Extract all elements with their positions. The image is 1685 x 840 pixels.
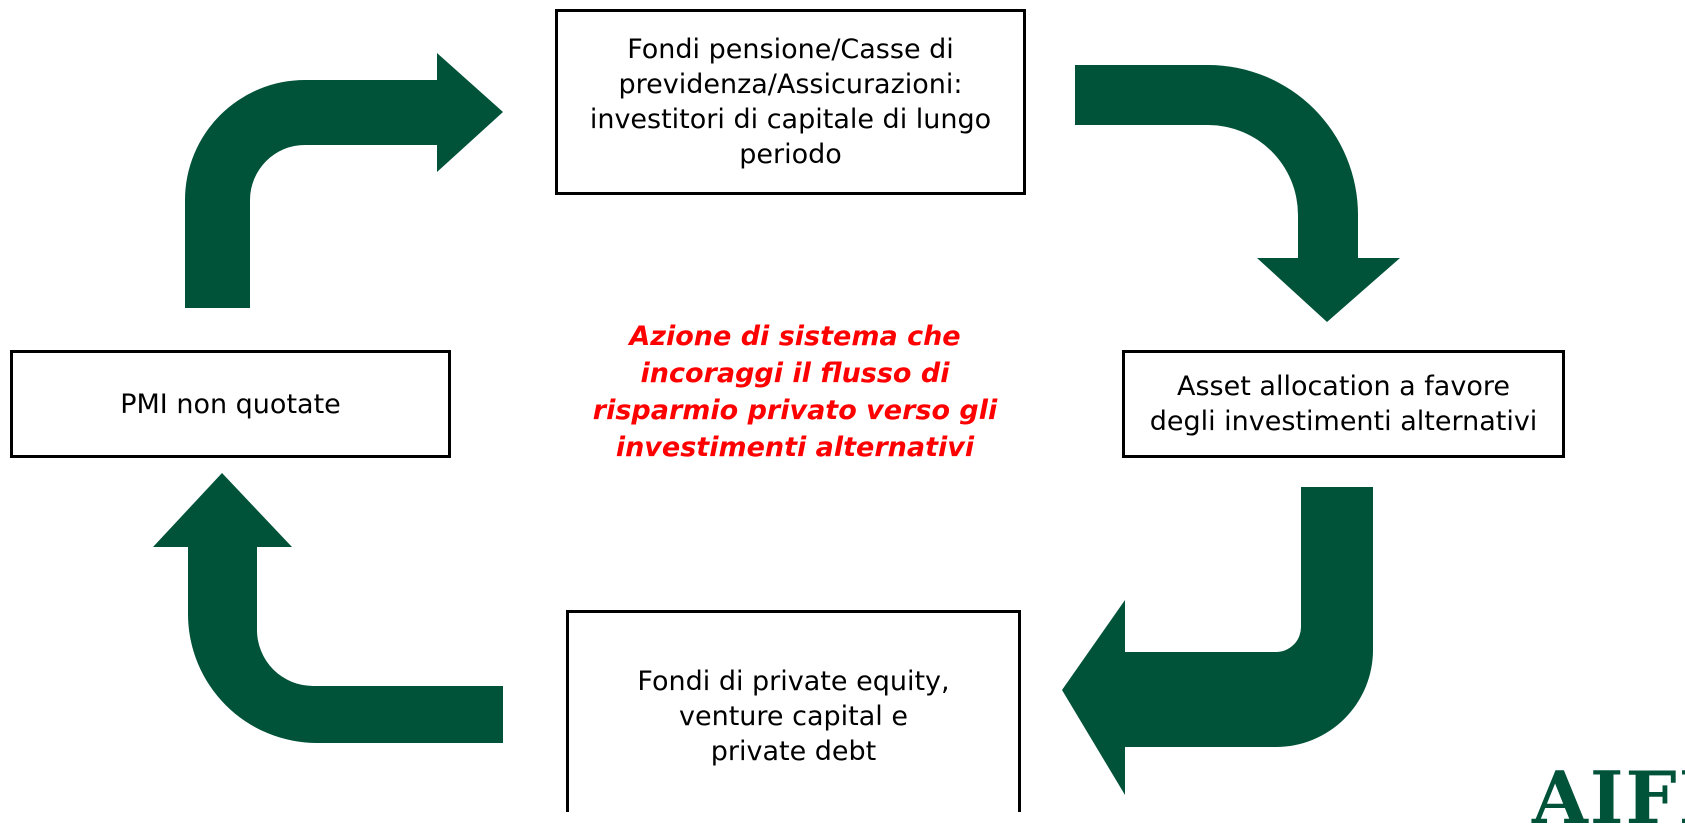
node-asset-allocation: Asset allocation a favore degli investim…	[1122, 350, 1565, 458]
arrow-asset-allocation-to-private-equity	[1062, 487, 1373, 795]
center-callout-text: Azione di sistema che incoraggi il fluss…	[592, 321, 998, 463]
node-pmi-non-quotate: PMI non quotate	[10, 350, 451, 458]
aifi-logo: AIFI	[1532, 755, 1685, 840]
cycle-arrows	[153, 53, 1400, 795]
arrow-private-equity-to-pmi	[153, 473, 503, 743]
arrow-pmi-to-fondi-pensione	[185, 53, 503, 308]
node-fondi-pensione: Fondi pensione/Casse di previdenza/Assic…	[555, 9, 1026, 195]
arrow-fondi-pensione-to-asset-allocation	[1075, 65, 1400, 322]
node-fondi-private-equity: Fondi di private equity, venture capital…	[566, 610, 1021, 812]
